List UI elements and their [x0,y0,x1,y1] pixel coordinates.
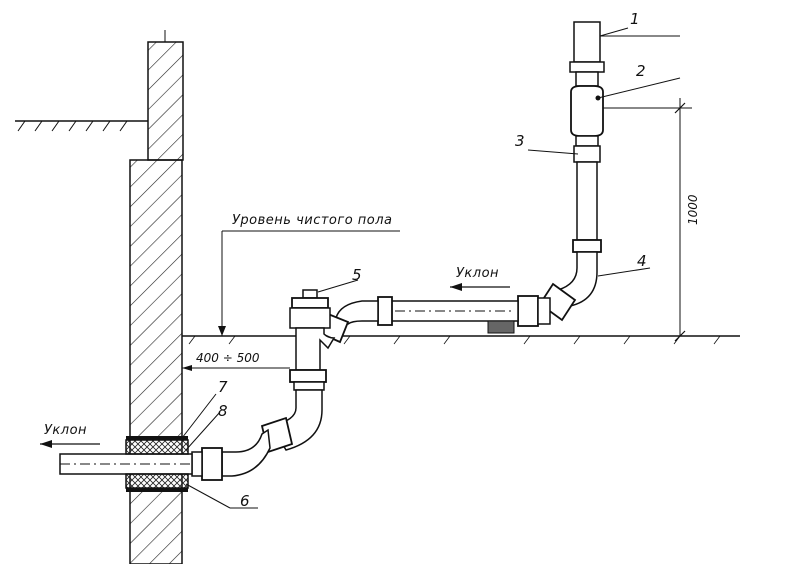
height-dimension: 1000 [598,98,700,342]
slope-indicator-upper: Уклон [450,266,510,291]
wall-sleeve [125,436,189,492]
slope-label-lower: Уклон [44,423,87,438]
floor-line [182,335,740,345]
outlet-pipe [59,447,223,481]
callout-3: 3 [515,132,525,150]
floor-level-annotation: Уровень чистого пола [218,213,400,336]
callout-7: 7 [218,378,228,396]
callout-2: 2 [636,62,646,80]
tee-fitting [289,289,336,391]
floor-level-label: Уровень чистого пола [232,213,393,228]
callout-1: 1 [630,10,640,28]
depth-dimension: 400 ÷ 500 [182,351,290,371]
depth-range-label: 400 ÷ 500 [196,351,260,365]
callout-8: 8 [218,402,228,420]
height-dimension-label: 1000 [686,194,700,225]
slope-indicator-lower: Уклон [40,423,100,448]
foundation-wall [129,30,184,564]
callout-5: 5 [352,266,362,284]
ground-surface [15,120,148,132]
upper-horizontal-pipe [320,295,551,344]
slope-label-upper: Уклон [456,266,499,281]
vertical-riser [538,21,605,322]
callout-6: 6 [240,492,250,510]
lower-bend [221,389,323,477]
callout-4: 4 [637,252,647,270]
callout-leaders [181,27,681,509]
